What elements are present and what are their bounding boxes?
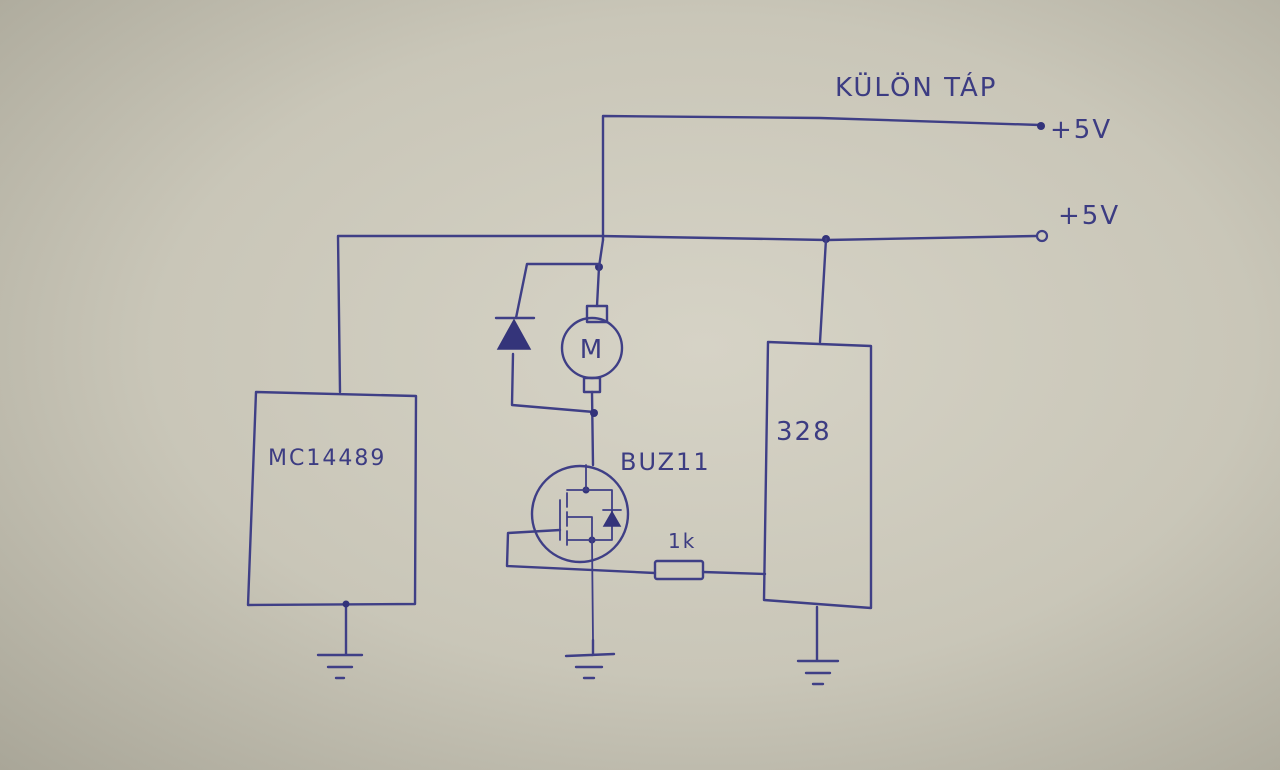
mc14489-label: MC14489 — [268, 446, 386, 471]
gate-wire — [505, 528, 657, 575]
logic-supply-voltage: +5V — [1058, 201, 1120, 231]
mc14489-ground-icon — [316, 653, 364, 680]
mosfet-ground-icon — [564, 638, 616, 680]
motor-brush-bottom — [582, 376, 602, 394]
atmega328-ground-icon — [796, 659, 840, 686]
gate-resistor-icon — [653, 559, 705, 581]
separate-supply-label: KÜLÖN TÁP — [835, 71, 997, 103]
separate-supply-wire — [601, 114, 1042, 242]
motor-supply-wire — [595, 238, 605, 308]
mc14489-chip — [246, 390, 418, 607]
motor-drain-wire — [590, 390, 595, 467]
flyback-diode-icon — [496, 318, 532, 350]
separate-supply-voltage: +5V — [1050, 115, 1112, 145]
motor-label: M — [580, 335, 604, 365]
atmega-supply-wire — [818, 237, 828, 344]
logic-supply-terminal — [1035, 229, 1049, 243]
atmega328-chip — [762, 340, 873, 610]
resistor-to-mcu-wire — [701, 570, 767, 576]
logic-supply-wire — [336, 234, 1038, 394]
mosfet-body-diode-icon — [602, 510, 622, 527]
mc14489-ground-dot — [342, 600, 350, 608]
mosfet-icon — [530, 464, 630, 564]
motor-bottom-junction — [590, 409, 598, 417]
flyback-diode-wire — [510, 262, 601, 414]
atmega328-label: 328 — [776, 417, 832, 447]
separate-supply-terminal — [1037, 122, 1045, 130]
resistor-label: 1k — [668, 529, 696, 553]
mosfet-internals — [559, 464, 613, 641]
mosfet-label: BUZ11 — [620, 448, 711, 476]
